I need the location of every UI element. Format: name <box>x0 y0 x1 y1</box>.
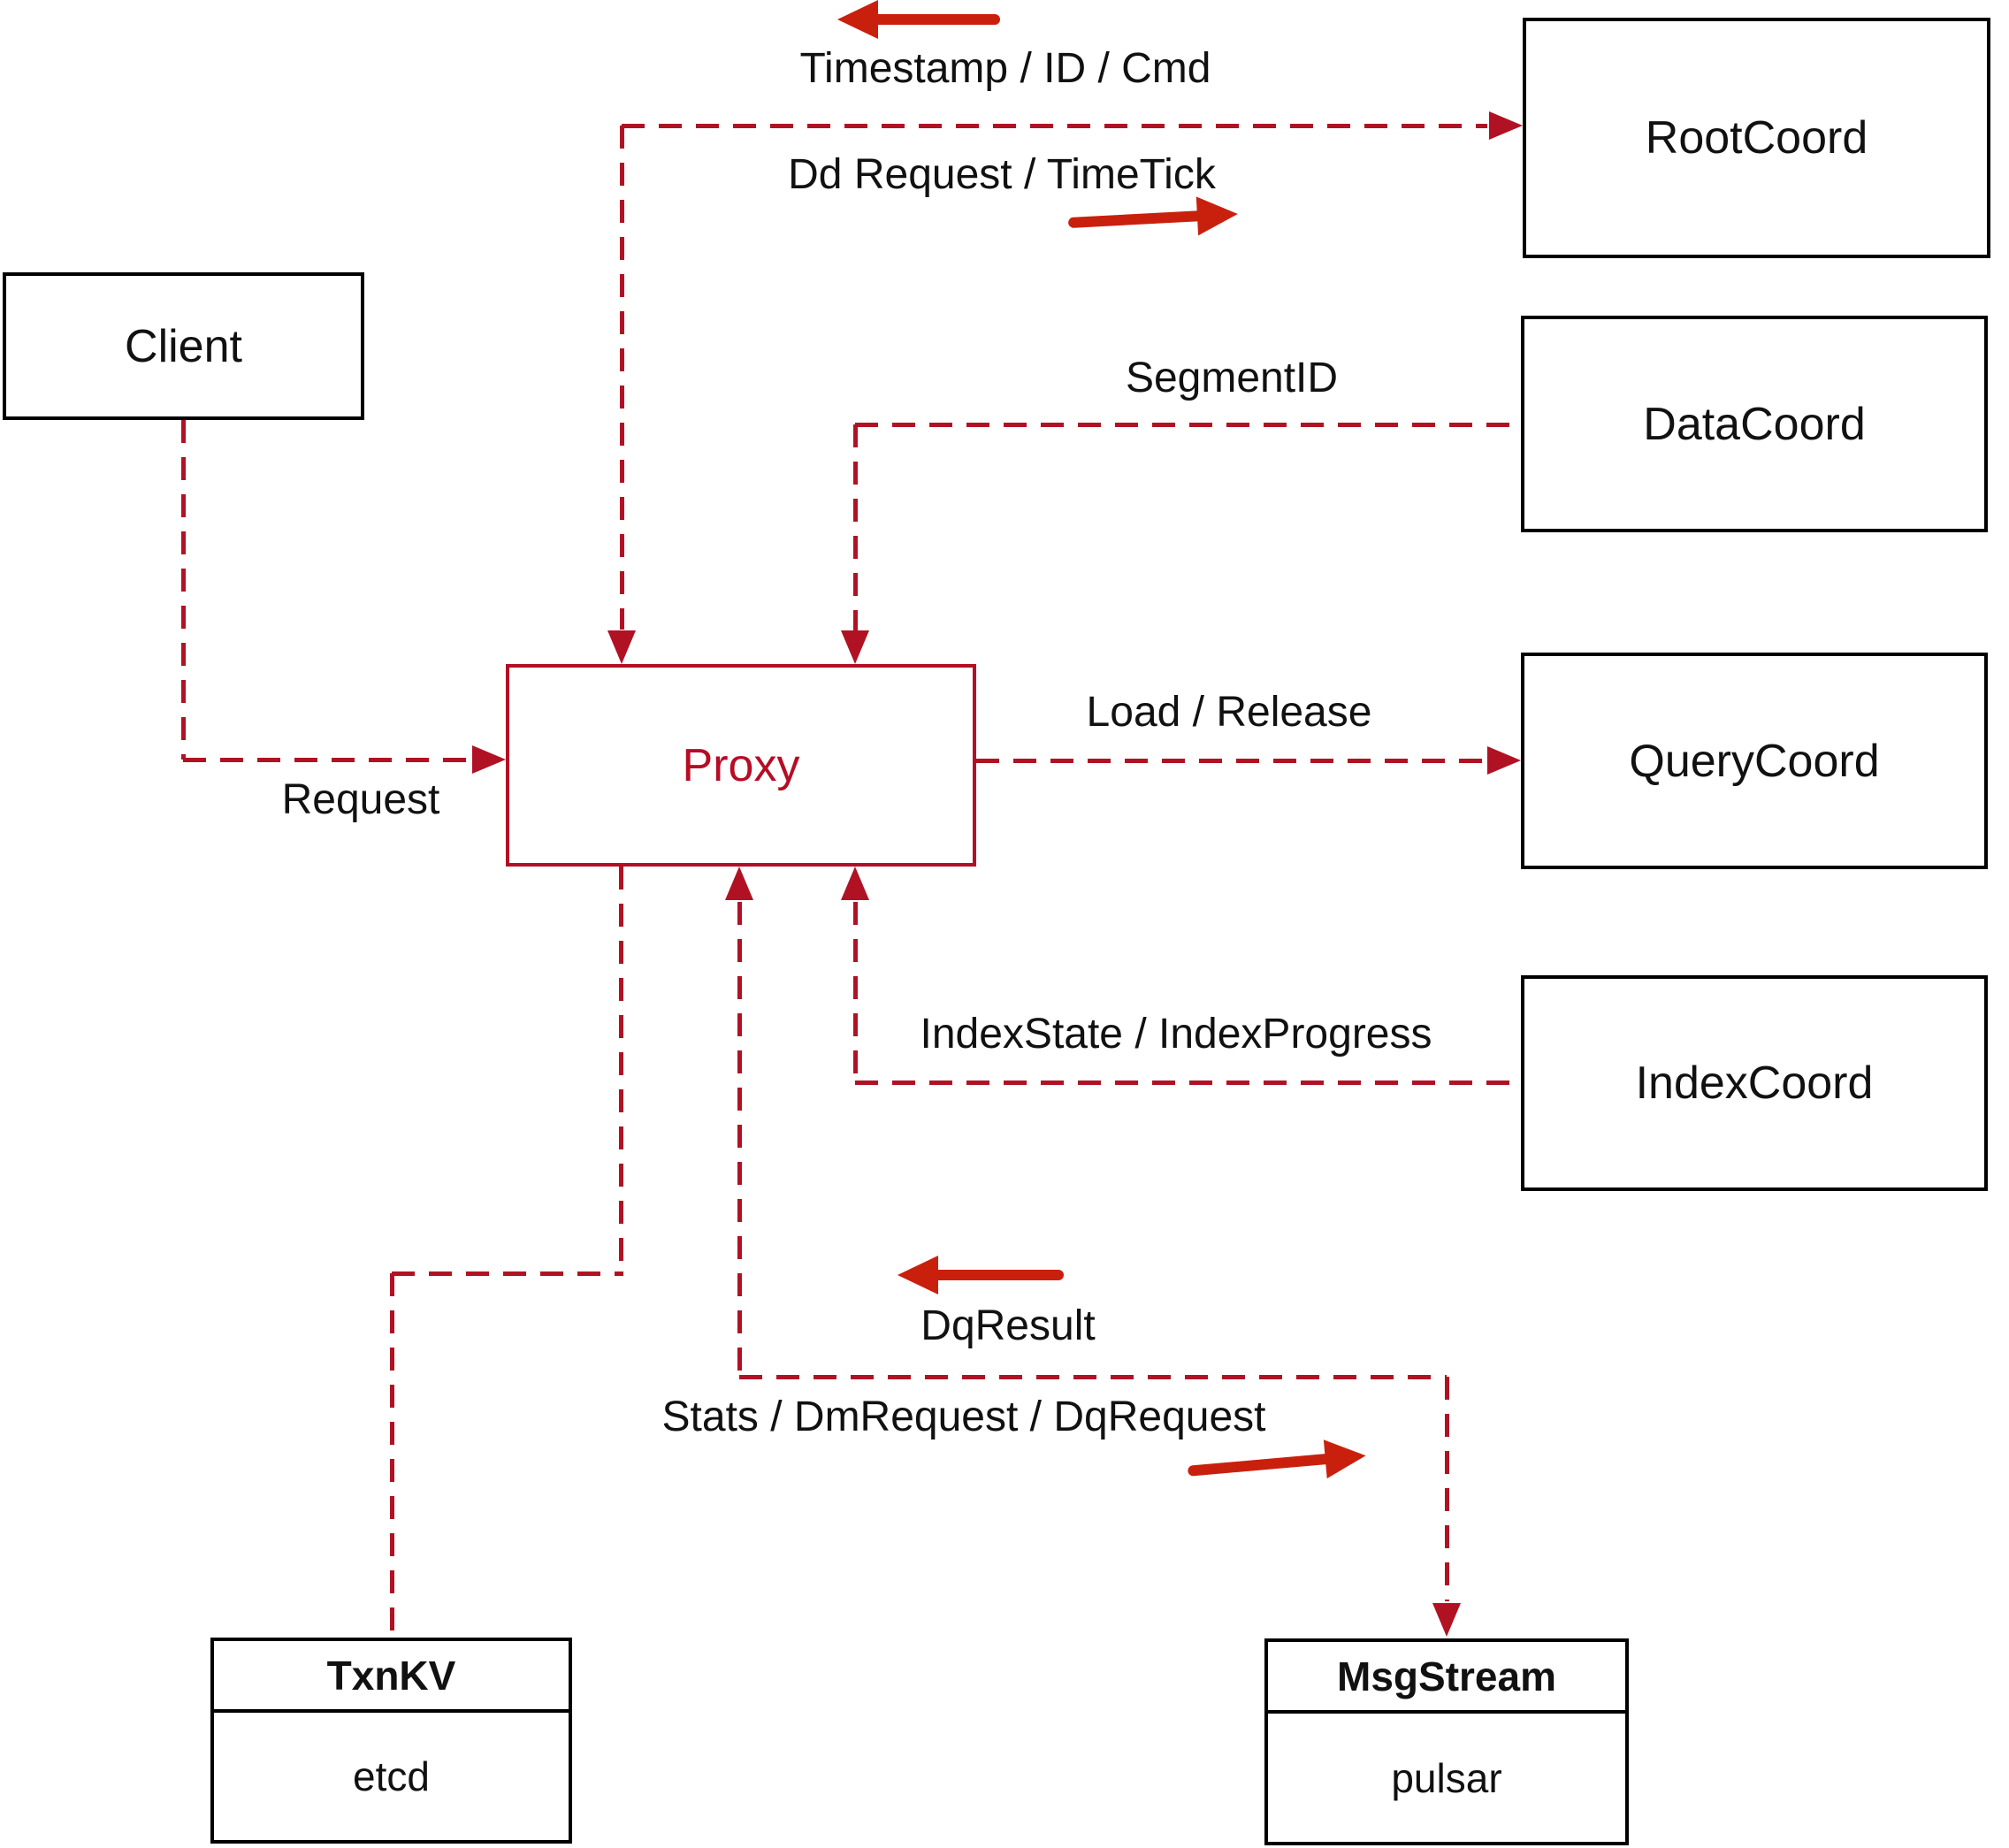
datacoord-label: DataCoord <box>1643 398 1866 450</box>
datacoord-node: DataCoord <box>1521 316 1988 532</box>
msgstream-sub: pulsar <box>1391 1754 1502 1801</box>
edge-rootcoord-vertical <box>620 126 624 630</box>
edge-rootcoord-horizontal <box>622 124 1487 128</box>
rootcoord-label: RootCoord <box>1645 112 1868 164</box>
edge-label-request: Request <box>281 776 440 823</box>
arrowhead-into-rootcoord <box>1489 111 1523 140</box>
msgstream-node: MsgStream pulsar <box>1264 1638 1629 1845</box>
edge-label-index-state: IndexState / IndexProgress <box>920 1011 1432 1058</box>
arrowhead-into-proxy-top-left <box>607 630 636 664</box>
arrowhead-into-querycoord <box>1487 746 1521 775</box>
txnkv-sub: etcd <box>353 1753 430 1799</box>
indexcoord-label: IndexCoord <box>1635 1058 1874 1109</box>
arrowhead-into-proxy-top-right <box>841 630 869 664</box>
direction-arrow-right-dd-request-icon <box>1067 195 1240 242</box>
proxy-label: Proxy <box>682 739 800 791</box>
edge-request-horizontal <box>183 758 475 762</box>
direction-arrow-left-dqresult-icon <box>898 1256 1064 1294</box>
edge-indexcoord-horizontal <box>855 1081 1521 1085</box>
client-node: Client <box>3 272 364 420</box>
edge-txnkv-horizontal <box>392 1271 623 1276</box>
rootcoord-node: RootCoord <box>1523 18 1990 258</box>
edge-msgstream-vertical-upper <box>737 902 742 1377</box>
msgstream-title: MsgStream <box>1268 1642 1625 1714</box>
client-label: Client <box>125 320 242 372</box>
edge-txnkv-vertical-upper <box>619 867 623 1273</box>
edge-datacoord-horizontal <box>855 423 1521 427</box>
arrowhead-into-proxy-bottom-right <box>841 867 869 900</box>
indexcoord-node: IndexCoord <box>1521 975 1988 1191</box>
querycoord-node: QueryCoord <box>1521 653 1988 869</box>
edge-label-dq-result: DqResult <box>920 1302 1096 1349</box>
txnkv-title: TxnKV <box>214 1641 569 1713</box>
arrowhead-into-msgstream <box>1432 1603 1461 1637</box>
txnkv-node: TxnKV etcd <box>210 1638 572 1844</box>
proxy-node: Proxy <box>506 664 976 867</box>
direction-arrow-right-stats-icon <box>1186 1436 1368 1490</box>
arrowhead-into-proxy-left <box>472 745 506 774</box>
arrowhead-into-proxy-bottom-left <box>725 867 753 900</box>
edge-request-vertical <box>181 420 186 760</box>
direction-arrow-left-timestamp-icon <box>837 0 1000 39</box>
edge-label-dd-request: Dd Request / TimeTick <box>788 151 1216 198</box>
edge-datacoord-vertical <box>853 424 858 630</box>
edge-load-release-horizontal <box>976 759 1489 763</box>
querycoord-label: QueryCoord <box>1629 735 1880 787</box>
edge-msgstream-vertical-lower <box>1445 1377 1449 1601</box>
edge-label-stats: Stats / DmRequest / DqRequest <box>661 1394 1266 1440</box>
edge-msgstream-horizontal <box>739 1375 1447 1379</box>
edge-txnkv-vertical-lower <box>390 1273 394 1638</box>
edge-label-segment-id: SegmentID <box>1125 355 1339 401</box>
edge-label-load-release: Load / Release <box>1086 689 1372 736</box>
edge-indexcoord-vertical <box>853 902 858 1082</box>
edge-label-timestamp: Timestamp / ID / Cmd <box>799 45 1211 92</box>
